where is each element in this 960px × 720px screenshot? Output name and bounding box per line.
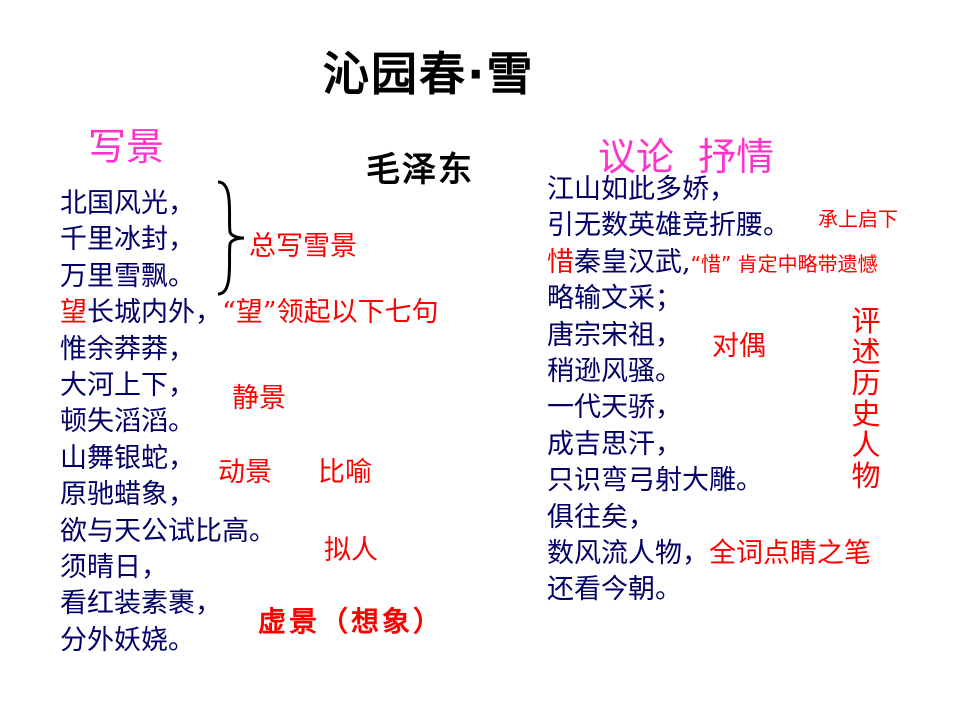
- annotation-parallelism: 对偶: [712, 331, 766, 362]
- poem-line: 大河上下，: [60, 369, 195, 401]
- poem-line: 顿失滔滔。: [60, 406, 195, 438]
- poem-line: 还看今朝。: [547, 574, 682, 606]
- poem-line: 江山如此多娇，: [547, 174, 736, 205]
- section-heading-scenery: 写景: [88, 125, 165, 169]
- poem-line: 俱往矣，: [547, 501, 655, 533]
- annotation-dynamic-scene: 动景: [218, 457, 272, 488]
- poem-left-column: 北国风光， 千里冰封， 万里雪飘。 望长城内外，“望”领起以下七句 惟余莽莽， …: [60, 186, 439, 659]
- poem-line: 一代天骄，: [547, 392, 682, 424]
- poem-line: 千里冰封，: [60, 224, 195, 256]
- poem-line: 略输文采；: [547, 283, 682, 315]
- poem-line: 唐宗宋祖，: [547, 319, 682, 351]
- poem-title: 沁园春·雪: [323, 47, 535, 101]
- annotation-transition: 承上启下: [818, 207, 898, 231]
- poem-line: 万里雪飘。: [60, 260, 195, 292]
- poem-right-column: 江山如此多娇， 引无数英雄竞折腰。 惜秦皇汉武,“惜” 肯定中略带遗憾 略输文采…: [547, 172, 878, 609]
- poem-line: 欲与天公试比高。: [60, 515, 276, 547]
- poem-line: 原驰蜡象，: [60, 479, 195, 511]
- section-heading-commentary: 议论 抒情: [598, 135, 775, 179]
- line-annotation: 全词点睛之笔: [709, 537, 871, 569]
- poem-line: 看红装素裹，: [60, 588, 222, 620]
- poem-line: 引无数英雄竞折腰。: [547, 210, 790, 242]
- poem-line: 山舞银蛇，: [60, 442, 195, 474]
- highlight-word: 惜: [547, 246, 574, 278]
- poem-line: 数风流人物，全词点睛之笔: [547, 537, 871, 569]
- highlight-word: 望: [60, 297, 87, 329]
- annotation-metaphor: 比喻: [318, 457, 372, 488]
- annotation-historical-figures: 评述历史人物: [851, 304, 881, 493]
- poem-line: 北国风光，: [60, 188, 195, 219]
- poem-line: 惟余莽莽，: [60, 333, 195, 365]
- line-annotation: “惜” 肯定中略带遗憾: [690, 251, 878, 276]
- poem-author: 毛泽东: [366, 150, 474, 190]
- poem-line: 望长城内外，“望”领起以下七句: [60, 297, 439, 329]
- line-annotation: “望”领起以下七句: [222, 297, 439, 329]
- annotation-static-scene: 静景: [232, 383, 286, 414]
- brace-icon: [217, 180, 245, 296]
- poem-line: 分外妖娆。: [60, 624, 195, 656]
- annotation-imagined-scene: 虚景（想象）: [258, 605, 445, 638]
- poem-line: 须晴日，: [60, 551, 168, 583]
- poem-line: 稍逊风骚。: [547, 355, 682, 387]
- poem-line: 只识弯弓射大雕。: [547, 465, 763, 497]
- annotation-overview: 总写雪景: [249, 231, 357, 262]
- poem-line: 成吉思汗，: [547, 428, 682, 460]
- annotation-personification: 拟人: [324, 535, 378, 566]
- poem-line: 惜秦皇汉武,“惜” 肯定中略带遗憾: [547, 246, 878, 278]
